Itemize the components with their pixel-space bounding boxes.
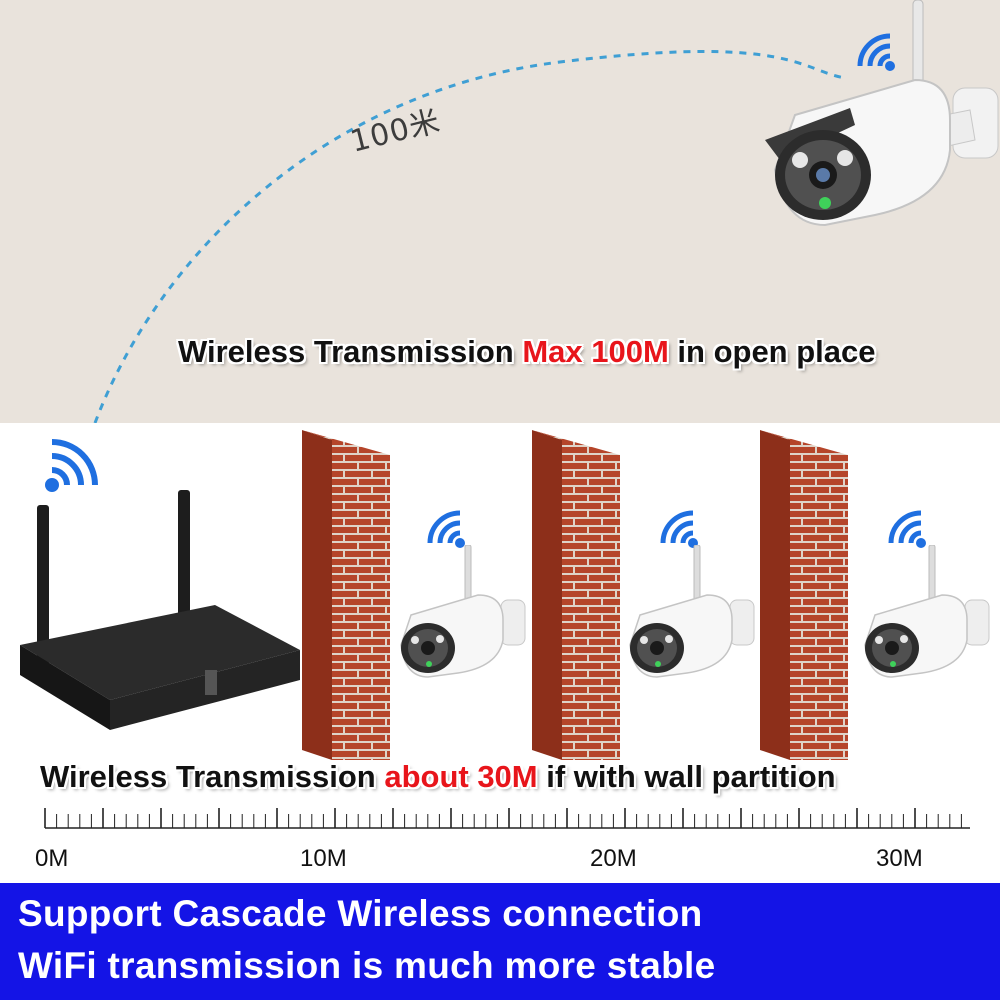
- wifi-icon: [857, 33, 895, 71]
- headline-text: Wireless Transmission: [40, 759, 385, 794]
- bullet-camera-icon: [765, 0, 999, 227]
- brick-wall-icon: [760, 430, 848, 760]
- headline-text: in open place: [668, 334, 876, 369]
- bullet-camera-icon: [864, 545, 990, 678]
- headline-text: if with wall partition: [537, 759, 836, 794]
- wall-partition-headline: Wireless Transmission about 30M if with …: [40, 759, 836, 795]
- headline-text: Wireless Transmission: [178, 334, 523, 369]
- banner-line-cascade: Support Cascade Wireless connection: [18, 893, 703, 934]
- headline-highlight: Max 100M: [522, 334, 669, 369]
- headline-highlight: about 30M: [384, 759, 538, 794]
- brick-wall-icon: [532, 430, 620, 760]
- top-section: 100米 Wireless Transmission Max 100M in o…: [0, 0, 1000, 423]
- wifi-icon: [427, 510, 465, 548]
- wifi-icon: [888, 510, 926, 548]
- open-place-headline: Wireless Transmission Max 100M in open p…: [178, 334, 876, 370]
- ruler-label-10m: 10M: [300, 845, 347, 872]
- feature-banner: [0, 883, 1000, 1000]
- bullet-camera-icon: [400, 545, 526, 678]
- distance-ruler: [44, 808, 970, 829]
- ruler-label-20m: 20M: [590, 845, 637, 872]
- ruler-label-30m: 30M: [876, 845, 923, 872]
- nvr-router-icon: [20, 490, 300, 730]
- bullet-camera-icon: [629, 545, 755, 678]
- transmission-arc: [93, 50, 846, 423]
- ruler-label-0m: 0M: [35, 845, 69, 872]
- banner-line-stable: WiFi transmission is much more stable: [18, 945, 716, 986]
- wifi-icon: [45, 439, 98, 492]
- brick-wall-icon: [302, 430, 390, 760]
